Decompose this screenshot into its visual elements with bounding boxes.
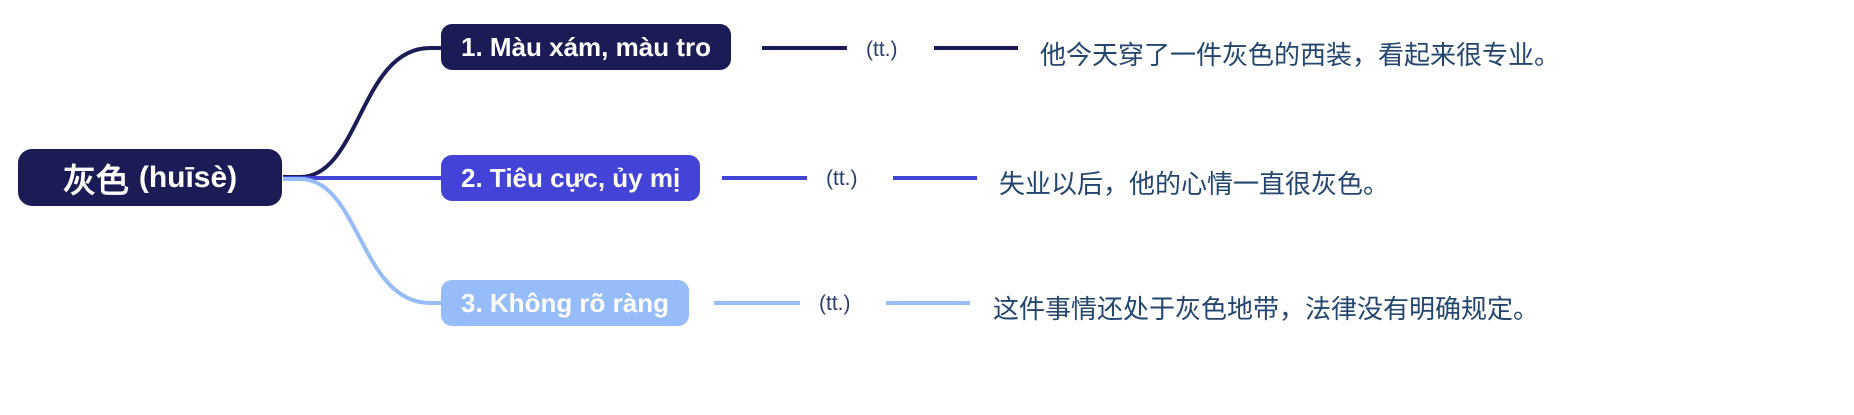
root-node[interactable]: 灰色 (huīsè) xyxy=(18,149,282,206)
branch-node-1-label: 1. Màu xám, màu tro xyxy=(461,31,711,62)
pos-tag-1: (tt.) xyxy=(866,38,898,61)
example-sentence-2: 失业以后，他的心情一直很灰色。 xyxy=(999,169,1390,199)
root-headword: 灰色 xyxy=(62,161,129,199)
branch-node-3-label: 3. Không rõ ràng xyxy=(461,287,669,318)
root-pinyin: (huīsè) xyxy=(138,160,238,194)
pos-tag-3: (tt.) xyxy=(819,292,851,315)
example-sentence-3: 这件事情还处于灰色地带，法律没有明确规定。 xyxy=(993,294,1540,324)
connector-root-to-branch-1 xyxy=(283,46,441,179)
branch-node-3[interactable]: 3. Không rõ ràng xyxy=(441,280,689,326)
pos-tag-2: (tt.) xyxy=(826,167,858,190)
example-sentence-1: 他今天穿了一件灰色的西装，看起来很专业。 xyxy=(1040,40,1561,70)
connector-root-to-branch-3 xyxy=(283,177,441,305)
branch-node-2[interactable]: 2. Tiêu cực, ủy mị xyxy=(441,155,701,201)
branch-node-2-label: 2. Tiêu cực, ủy mị xyxy=(461,162,681,193)
branch-node-1[interactable]: 1. Màu xám, màu tro xyxy=(441,24,731,70)
